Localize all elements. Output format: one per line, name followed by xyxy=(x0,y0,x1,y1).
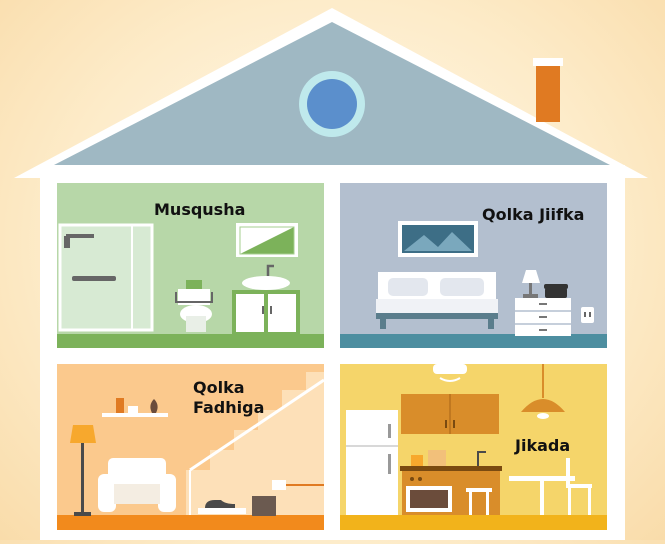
toaster-icon xyxy=(428,450,446,466)
kitchen-faucet-icon xyxy=(477,451,486,466)
floor-lamp-icon xyxy=(70,425,96,443)
bathroom-floor xyxy=(57,334,324,348)
pillow-icon xyxy=(440,278,484,296)
sink-icon xyxy=(242,276,290,290)
chimney xyxy=(536,66,560,122)
phone-icon xyxy=(545,288,567,298)
chair-icon xyxy=(566,458,570,488)
bedroom-room xyxy=(340,183,607,348)
doormat xyxy=(198,508,246,514)
shower-head-icon xyxy=(66,234,94,238)
ceiling-light-icon xyxy=(433,364,467,374)
vase-icon xyxy=(150,399,158,413)
power-outlet-icon xyxy=(581,307,594,323)
stair-railing xyxy=(189,378,325,472)
stool-icon xyxy=(466,488,492,492)
bathroom-room xyxy=(57,183,324,348)
attic-window-icon xyxy=(307,79,357,129)
shoe-icon xyxy=(205,500,235,508)
bedroom-label: Qolka Jiifka xyxy=(482,205,585,224)
wall-shelf xyxy=(102,413,168,417)
towel-bar-icon xyxy=(72,276,116,281)
chimney-cap xyxy=(533,58,563,66)
living-floor xyxy=(57,515,324,530)
dining-table-icon xyxy=(509,476,575,481)
staircase xyxy=(186,372,324,515)
plug-icon xyxy=(272,480,286,490)
kitchen-room xyxy=(340,364,607,530)
vase-icon xyxy=(116,398,124,413)
countertop xyxy=(400,466,502,471)
box-icon xyxy=(252,496,276,516)
kitchen-label: Jikada xyxy=(515,436,571,455)
pendant-lamp-icon xyxy=(521,399,565,412)
bedroom-floor xyxy=(340,334,607,348)
faucet-icon xyxy=(266,264,274,276)
living-room xyxy=(57,364,325,530)
kitchen-floor xyxy=(340,515,607,530)
pillow-icon xyxy=(388,278,428,296)
pot-icon xyxy=(411,455,423,466)
lamp-icon xyxy=(522,270,540,283)
armchair-icon xyxy=(108,458,166,492)
living-room-label: Qolka Fadhiga xyxy=(193,378,265,417)
bathroom-label: Musqusha xyxy=(154,200,246,219)
bed-mattress xyxy=(376,299,498,314)
